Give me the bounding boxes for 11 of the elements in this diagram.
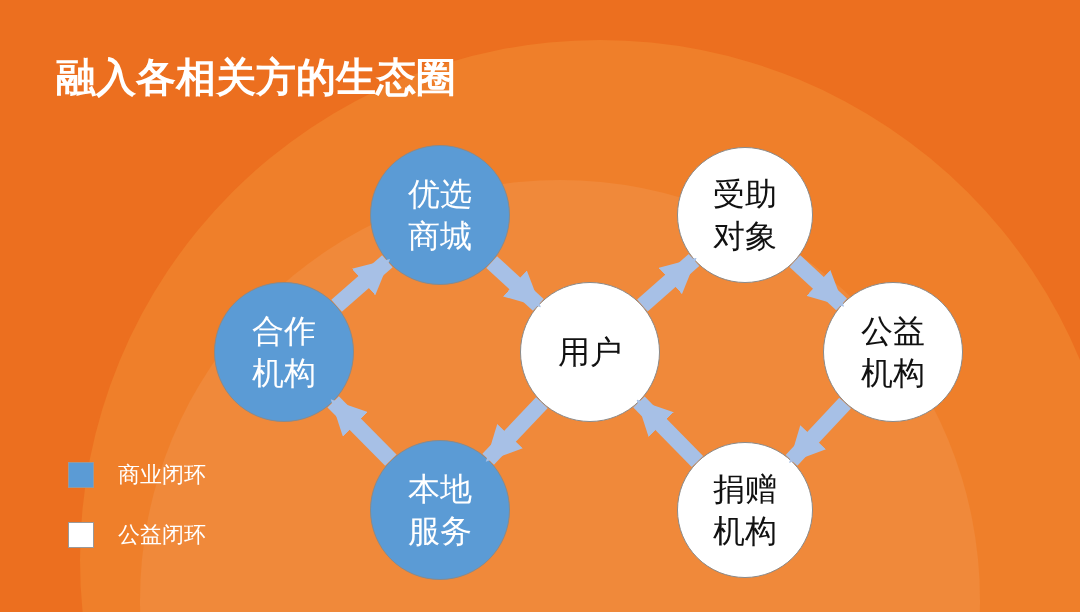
legend-label: 商业闭环 xyxy=(118,461,206,489)
block-arrow xyxy=(789,255,848,311)
legend-label: 公益闭环 xyxy=(118,521,206,549)
block-arrow xyxy=(486,256,544,311)
block-arrow xyxy=(785,397,851,466)
block-arrow xyxy=(327,396,397,466)
slide-title: 融入各相关方的生态圈 xyxy=(56,53,456,102)
block-arrow xyxy=(482,397,548,465)
block-arrow xyxy=(637,254,700,312)
block-arrow xyxy=(633,396,704,468)
block-arrow xyxy=(331,255,393,312)
